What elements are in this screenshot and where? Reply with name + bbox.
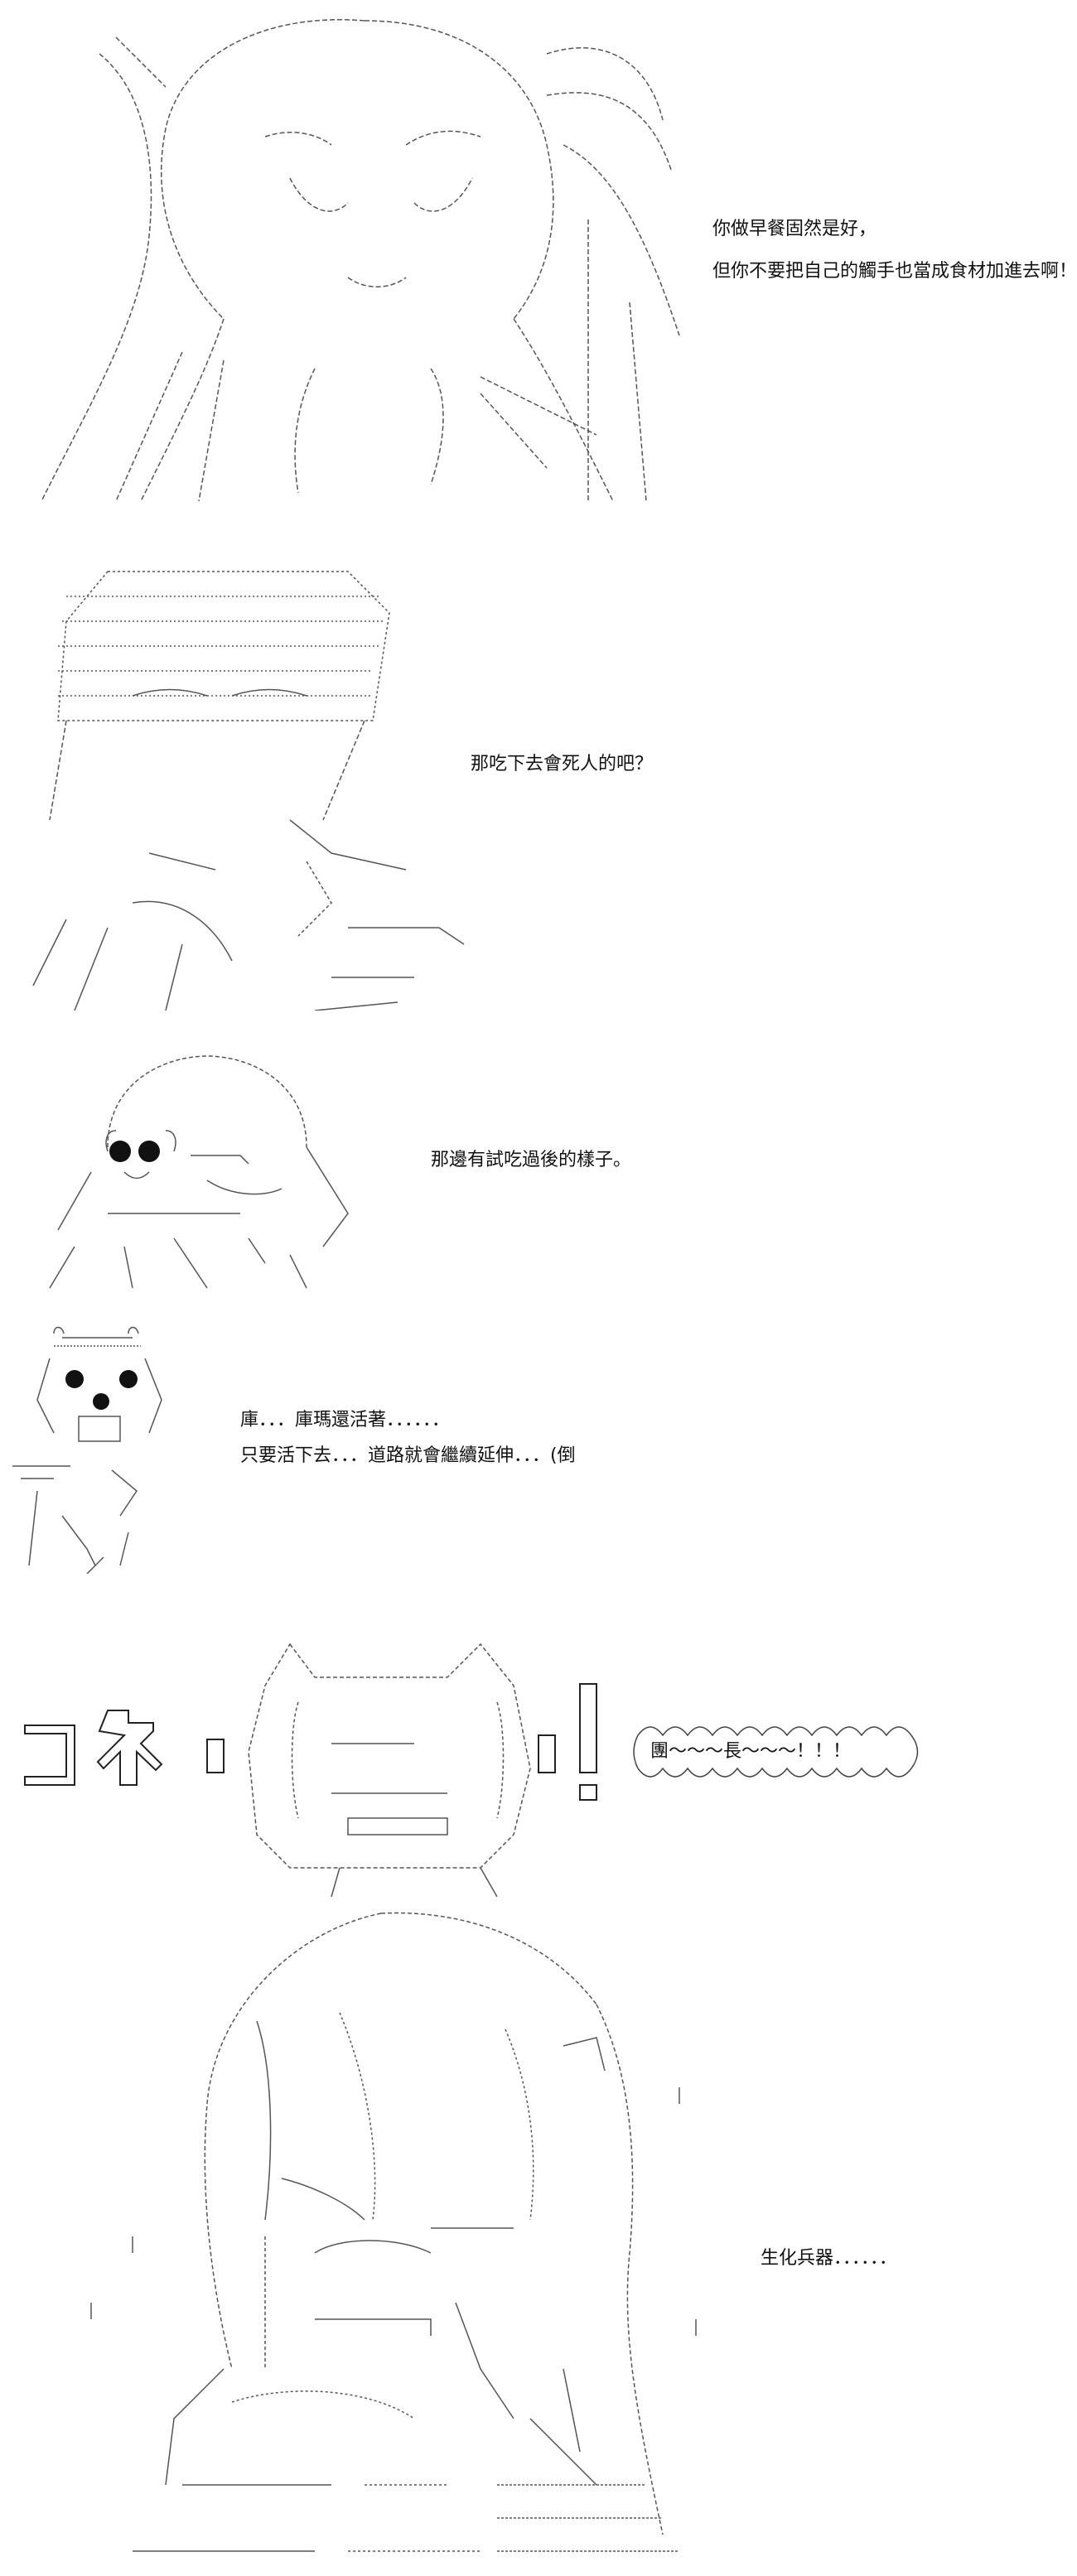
dialogue-line: 那邊有試吃過後的樣子。 bbox=[431, 1150, 632, 1170]
ascii-art-girl-with-tentacles bbox=[17, 4, 712, 509]
scalloped-speech-bubble bbox=[630, 1710, 928, 1793]
panel-6: 生化兵器．．．．．． bbox=[0, 1897, 1077, 2576]
dialogue-line: 只要活下去．．．道路就會繼續延伸．．．(倒 bbox=[240, 1445, 576, 1466]
panel-4: 庫．．．庫瑪還活著．．．．．． 只要活下去．．．道路就會繼續延伸．．．(倒 bbox=[0, 1317, 1077, 1590]
dialogue-line: 那吃下去會死人的吧？ bbox=[471, 754, 654, 774]
panel-3: 那邊有試吃過後的樣子。 bbox=[0, 1035, 1077, 1309]
panel-2: 那吃下去會死人的吧？ bbox=[0, 530, 1077, 1011]
dialogue-line: 但你不要把自己的觸手也當成食材加進去啊！ bbox=[712, 261, 1077, 282]
dialogue-line: 生化兵器．．．．．． bbox=[761, 2248, 898, 2269]
big-shout-letters bbox=[17, 1628, 613, 1901]
panel-5: 團～～～長～～～！！！ bbox=[0, 1615, 1077, 1898]
ascii-art-bear-character bbox=[4, 1325, 178, 1574]
dialogue-line: 你做早餐固然是好， bbox=[712, 219, 877, 239]
shout-text: 團～～～長～～～！！！ bbox=[650, 1741, 852, 1762]
ascii-art-bioweapon-figure bbox=[66, 1905, 721, 2568]
ascii-art-shadowed-character bbox=[17, 547, 481, 1011]
panel-1: 你做早餐固然是好， 但你不要把自己的觸手也當成食材加進去啊！ bbox=[0, 0, 1077, 514]
ascii-art-round-creature bbox=[41, 1048, 414, 1296]
dialogue-line: 庫．．．庫瑪還活著．．．．．． bbox=[240, 1410, 451, 1430]
